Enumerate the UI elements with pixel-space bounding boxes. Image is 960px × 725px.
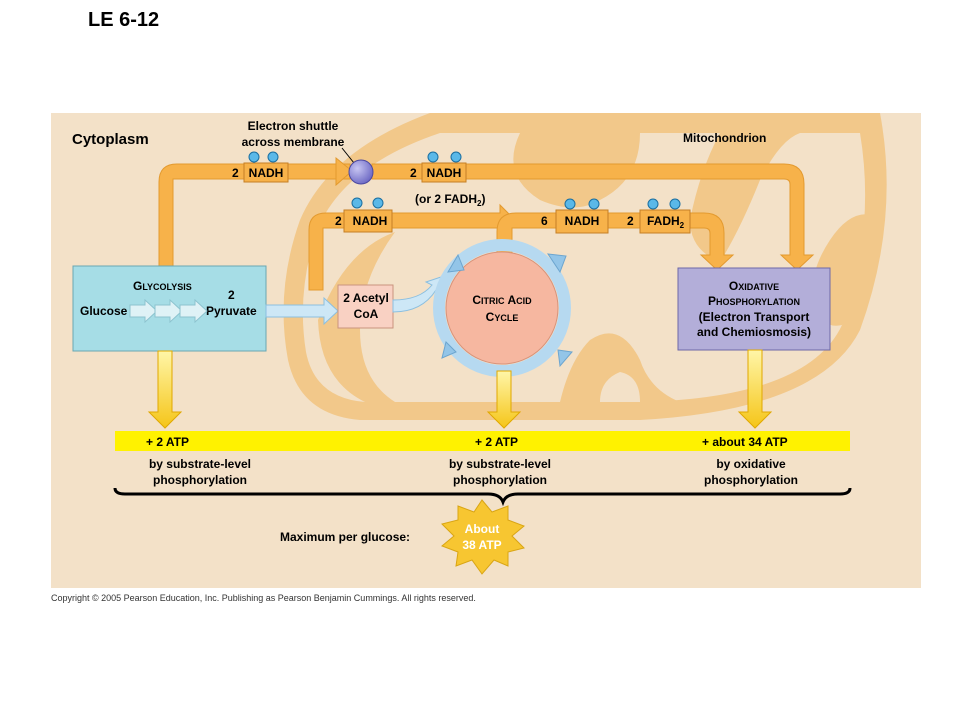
- citric-acid-cycle: CITRIC ACID CYCLE: [433, 239, 573, 377]
- cac-w2-first: A: [507, 293, 516, 307]
- nadh-label-2: NADH: [427, 166, 462, 180]
- oxidative-phosphorylation-box: OXIDATIVE PHOSPHORYLATION (Electron Tran…: [677, 267, 831, 351]
- nadh-label-4: NADH: [565, 214, 600, 228]
- cac-w3-first: C: [486, 310, 495, 324]
- copyright-notice: Copyright © 2005 Pearson Education, Inc.…: [51, 593, 476, 603]
- ox-l3: (Electron Transport: [699, 310, 810, 324]
- or-fadh2-subscript: 2: [477, 199, 482, 208]
- nadh-label-3: NADH: [353, 214, 388, 228]
- svg-text:CYCLE: CYCLE: [486, 310, 519, 324]
- burst-line1: About: [465, 522, 500, 536]
- atp-desc-3-line2: phosphorylation: [704, 473, 798, 487]
- or-fadh2-prefix: (or 2 FADH: [415, 192, 477, 206]
- nadh-box-4: 6 NADH: [541, 198, 609, 234]
- max-atp-burst: [441, 499, 525, 575]
- svg-text:PHOSPHORYLATION: PHOSPHORYLATION: [708, 294, 800, 308]
- ox-l1-rest: XIDATIVE: [738, 282, 779, 292]
- atp-amount-2: + 2 ATP: [475, 435, 518, 449]
- or-fadh2-note: (or 2 FADH2): [415, 192, 485, 208]
- maximum-label: Maximum per glucose:: [280, 530, 410, 544]
- pyruvate-label: Pyruvate: [206, 304, 257, 318]
- acetyl-coa-box: 2 Acetyl CoA: [337, 284, 394, 329]
- ox-l4: and Chemiosmosis): [697, 325, 811, 339]
- cytoplasm-label: Cytoplasm: [72, 131, 149, 148]
- acetyl-line2: CoA: [354, 307, 379, 321]
- cac-w1-first: C: [472, 293, 481, 307]
- summary-brace: [113, 487, 852, 507]
- svg-text:OXIDATIVE: OXIDATIVE: [729, 279, 779, 293]
- cac-w2-rest: CID: [516, 296, 532, 306]
- fadh2-box: 2 FADH2: [627, 198, 691, 234]
- nadh-box-2: 2 NADH: [410, 151, 467, 183]
- fadh2-label: FADH: [647, 214, 680, 228]
- nadh-count-3: 2: [335, 214, 342, 228]
- shuttle-label-line1: Electron shuttle: [248, 119, 339, 133]
- nadh-count-2: 2: [410, 166, 417, 180]
- glycolysis-title-rest: LYCOLYSIS: [142, 282, 191, 292]
- nadh-box-3: 2 NADH: [335, 197, 393, 233]
- ox-l2-rest: HOSPHORYLATION: [716, 297, 800, 307]
- atp-desc-3-line1: by oxidative: [716, 457, 786, 471]
- glycolysis-box: GLYCOLYSIS Glucose 2 Pyruvate: [72, 265, 267, 352]
- shuttle-label-line2: across membrane: [242, 135, 345, 149]
- svg-text:FADH2: FADH2: [647, 214, 685, 230]
- svg-text:GLYCOLYSIS: GLYCOLYSIS: [133, 279, 192, 293]
- nadh-label-1: NADH: [249, 166, 284, 180]
- or-fadh2-suffix: ): [481, 192, 485, 206]
- slide-title: LE 6-12: [88, 9, 159, 31]
- acetyl-line1: 2 Acetyl: [343, 291, 389, 305]
- fadh2-count: 2: [627, 214, 634, 228]
- atp-down-arrows: [147, 349, 773, 429]
- pyruvate-count: 2: [228, 288, 235, 302]
- atp-desc-2-line1: by substrate-level: [449, 457, 551, 471]
- ox-l2-first: P: [708, 294, 716, 308]
- nadh-box-1: 2 NADH: [232, 151, 289, 183]
- pyruvate-to-acetyl-arrow: [265, 296, 339, 326]
- shuttle-arrowhead: [335, 156, 353, 187]
- cac-w1-rest: ITRIC: [481, 296, 505, 306]
- atp-band: [115, 431, 850, 451]
- nadh-count-4: 6: [541, 214, 548, 228]
- nadh-count-1: 2: [232, 166, 239, 180]
- glucose-label: Glucose: [80, 304, 128, 318]
- atp-desc-1-line1: by substrate-level: [149, 457, 251, 471]
- atp-amount-1: + 2 ATP: [146, 435, 189, 449]
- fadh2-subscript: 2: [680, 221, 685, 230]
- svg-text:CITRIC ACID: CITRIC ACID: [472, 293, 532, 307]
- glycolysis-title-first: G: [133, 279, 142, 293]
- mitochondrion-label: Mitochondrion: [683, 131, 766, 145]
- atp-desc-2-line2: phosphorylation: [453, 473, 547, 487]
- electron-shuttle-icon: [348, 159, 374, 185]
- ox-l1-first: O: [729, 279, 738, 293]
- atp-amount-3: + about 34 ATP: [702, 435, 788, 449]
- atp-desc-1-line2: phosphorylation: [153, 473, 247, 487]
- glycolysis-steps-arrows: [129, 298, 208, 324]
- svg-text:(or 2 FADH2): (or 2 FADH2): [415, 192, 485, 208]
- cac-w3-rest: YCLE: [494, 313, 518, 323]
- burst-line2: 38 ATP: [462, 538, 501, 552]
